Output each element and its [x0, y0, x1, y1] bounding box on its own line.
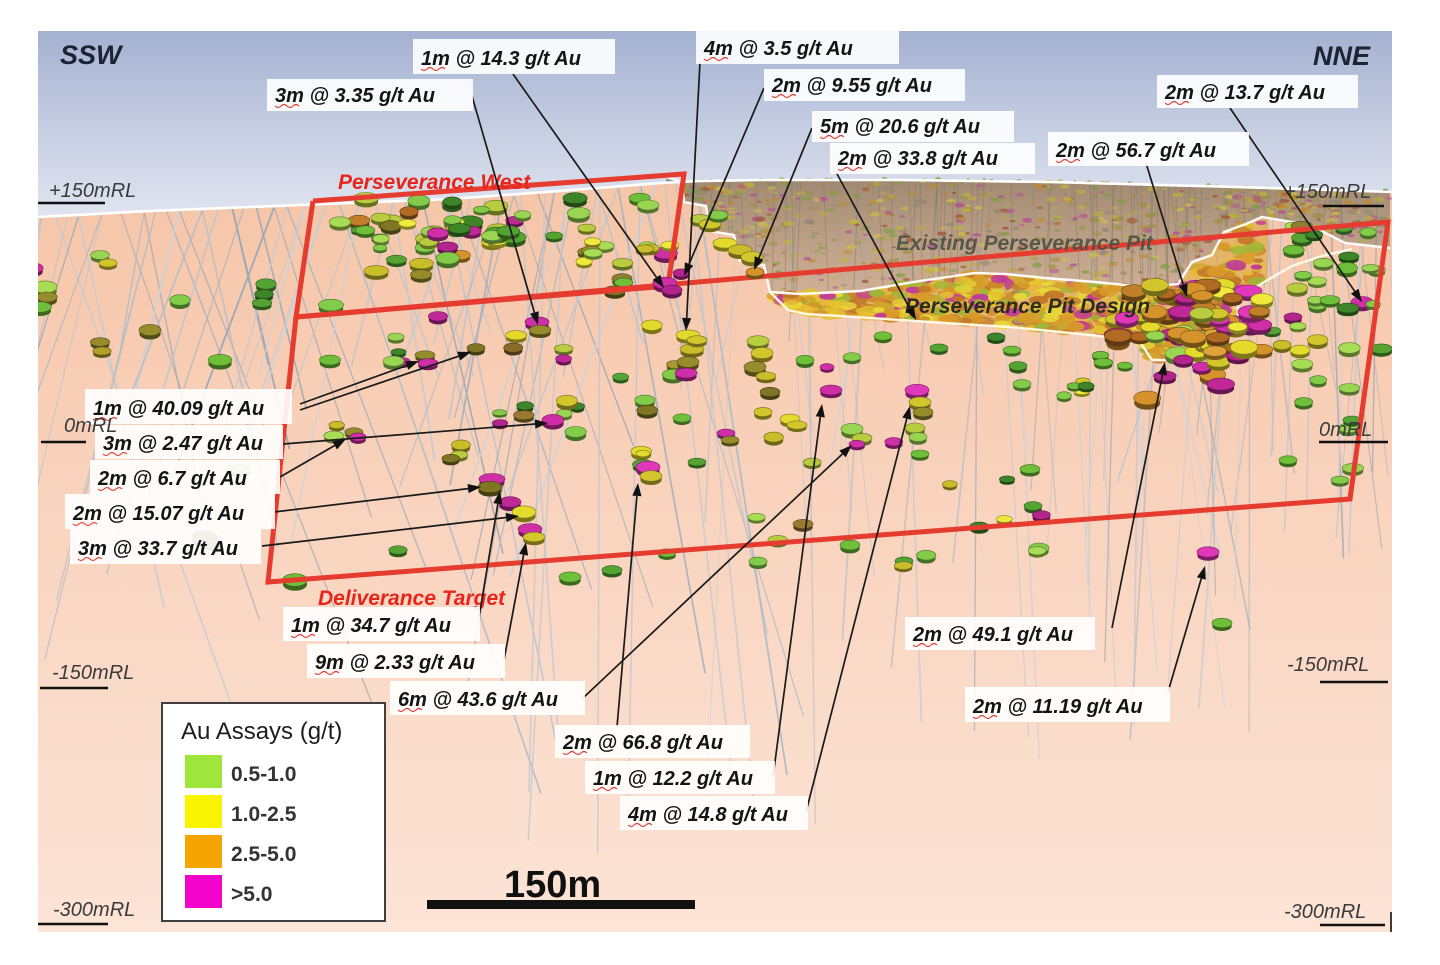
- svg-text:4m @ 3.5 g/t Au: 4m @ 3.5 g/t Au: [703, 38, 853, 60]
- svg-text:-150mRL: -150mRL: [52, 662, 134, 684]
- svg-text:0.5-1.0: 0.5-1.0: [231, 763, 296, 786]
- svg-text:3m @ 2.47 g/t Au: 3m @ 2.47 g/t Au: [103, 433, 263, 455]
- svg-text:0mRL: 0mRL: [64, 415, 117, 437]
- svg-text:6m @ 43.6 g/t Au: 6m @ 43.6 g/t Au: [398, 689, 558, 711]
- svg-text:1.0-2.5: 1.0-2.5: [231, 803, 297, 826]
- svg-text:1m @ 34.7 g/t Au: 1m @ 34.7 g/t Au: [291, 615, 451, 637]
- svg-text:2m @ 49.1 g/t Au: 2m @ 49.1 g/t Au: [912, 624, 1073, 646]
- svg-text:2m @ 66.8 g/t Au: 2m @ 66.8 g/t Au: [562, 732, 723, 754]
- svg-text:Deliverance Target: Deliverance Target: [318, 587, 506, 610]
- svg-text:2m @ 6.7 g/t Au: 2m @ 6.7 g/t Au: [97, 468, 247, 490]
- svg-text:2m @ 13.7 g/t Au: 2m @ 13.7 g/t Au: [1164, 82, 1325, 104]
- svg-text:3m @ 3.35 g/t Au: 3m @ 3.35 g/t Au: [275, 85, 435, 107]
- svg-text:2m @ 33.8 g/t Au: 2m @ 33.8 g/t Au: [837, 148, 998, 170]
- svg-text:4m @ 14.8 g/t Au: 4m @ 14.8 g/t Au: [627, 804, 788, 826]
- svg-text:3m @ 33.7 g/t Au: 3m @ 33.7 g/t Au: [78, 538, 238, 560]
- svg-text:2m @ 15.07 g/t Au: 2m @ 15.07 g/t Au: [72, 503, 244, 525]
- svg-text:+150mRL: +150mRL: [1284, 181, 1371, 203]
- svg-text:2.5-5.0: 2.5-5.0: [231, 843, 296, 866]
- svg-text:1m @ 40.09 g/t Au: 1m @ 40.09 g/t Au: [93, 398, 264, 420]
- svg-text:-300mRL: -300mRL: [1284, 901, 1366, 923]
- svg-text:Au Assays (g/t): Au Assays (g/t): [181, 718, 342, 745]
- svg-text:+150mRL: +150mRL: [49, 180, 136, 202]
- svg-text:1m @ 12.2 g/t Au: 1m @ 12.2 g/t Au: [593, 768, 753, 790]
- svg-text:Existing Perseverance Pit: Existing Perseverance Pit: [896, 232, 1154, 255]
- svg-text:2m @ 56.7 g/t Au: 2m @ 56.7 g/t Au: [1055, 140, 1216, 162]
- svg-text:NNE: NNE: [1313, 41, 1371, 71]
- svg-text:2m @ 9.55 g/t Au: 2m @ 9.55 g/t Au: [771, 75, 932, 97]
- svg-text:Perseverance Pit Design: Perseverance Pit Design: [905, 295, 1150, 318]
- svg-text:SSW: SSW: [60, 40, 124, 70]
- svg-text:0mRL: 0mRL: [1319, 419, 1372, 441]
- svg-text:>5.0: >5.0: [231, 883, 272, 906]
- svg-text:Perseverance West: Perseverance West: [338, 171, 531, 194]
- svg-text:-300mRL: -300mRL: [53, 899, 135, 921]
- svg-text:-150mRL: -150mRL: [1287, 654, 1369, 676]
- svg-text:5m @ 20.6 g/t Au: 5m @ 20.6 g/t Au: [820, 116, 980, 138]
- svg-text:9m @ 2.33 g/t Au: 9m @ 2.33 g/t Au: [315, 652, 475, 674]
- svg-text:2m @ 11.19 g/t Au: 2m @ 11.19 g/t Au: [972, 696, 1143, 718]
- svg-text:150m: 150m: [504, 864, 601, 906]
- svg-text:1m @ 14.3 g/t Au: 1m @ 14.3 g/t Au: [421, 48, 581, 70]
